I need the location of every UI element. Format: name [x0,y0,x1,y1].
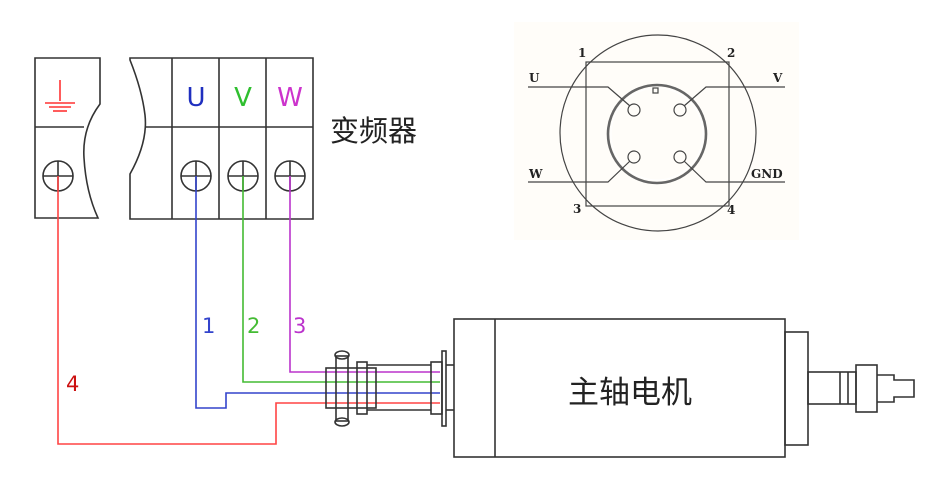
wire-3-w [289,176,440,373]
wire-2-v [242,176,440,383]
wire-number-2: 2 [247,314,260,338]
connector-pinout: 1 2 3 4 U V W GND [514,22,799,240]
wire-4-gnd [57,176,440,445]
wire-number-3: 3 [293,314,306,338]
pin-label-2: 2 [727,46,735,60]
inverter-terminal-block: U V W [129,57,314,220]
motor-title: 主轴电机 [568,375,692,411]
connector-label-u: U [529,71,540,85]
wire-number-1: 1 [202,314,215,338]
pin-label-1: 1 [578,46,586,60]
inverter-title: 变频器 [330,114,417,148]
ground-icon [45,80,75,112]
wires [57,176,440,445]
connector-label-v: V [772,71,783,85]
terminal-label-w: W [277,83,303,113]
pin-label-4: 4 [727,203,735,217]
ground-terminal-block [34,57,101,219]
connector-label-w: W [528,167,543,181]
wire-1-u [195,176,440,409]
pin-label-3: 3 [573,202,581,216]
terminal-label-v: V [234,83,252,113]
connector-label-gnd: GND [751,167,783,181]
cable-gland [325,350,454,427]
terminal-label-u: U [186,83,205,113]
spindle-motor [453,318,915,458]
wire-number-4: 4 [66,372,79,396]
